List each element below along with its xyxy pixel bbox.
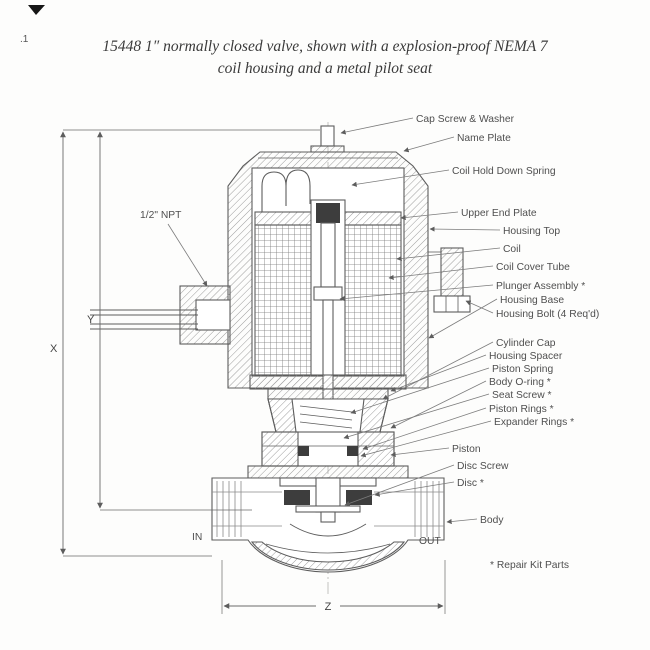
label-body-o-ring: Body O-ring * [489, 377, 551, 388]
label-coil: Coil [503, 244, 521, 255]
label-upper-end-plate: Upper End Plate [461, 208, 537, 219]
caption-line-1: 15448 1″ normally closed valve, shown wi… [102, 38, 548, 55]
label-port-in: IN [192, 532, 202, 543]
label-housing-base: Housing Base [500, 295, 564, 306]
body-part [211, 465, 445, 573]
label-cylinder-cap: Cylinder Cap [496, 338, 556, 349]
piston-part [261, 431, 395, 467]
label-disc-screw: Disc Screw [457, 461, 509, 472]
label-body: Body [480, 515, 504, 526]
label-piston: Piston [452, 444, 481, 455]
label-name-plate: Name Plate [457, 133, 511, 144]
dimension-y-label: Y [87, 314, 95, 326]
part-labels: Cap Screw & Washer Name Plate Coil Hold … [140, 114, 599, 571]
label-housing-top: Housing Top [503, 226, 560, 237]
label-port-out: OUT [419, 536, 441, 547]
label-piston-rings: Piston Rings * [489, 404, 554, 415]
label-repair-kit-note: * Repair Kit Parts [490, 560, 569, 571]
label-coil-cover-tube: Coil Cover Tube [496, 262, 570, 273]
figure-caption: 15448 1″ normally closed valve, shown wi… [0, 36, 650, 81]
label-expander-rings: Expander Rings * [494, 417, 574, 428]
dimension-z-label: Z [325, 601, 332, 613]
label-coil-hold-down-spring: Coil Hold Down Spring [452, 166, 556, 177]
dimension-x-label: X [50, 343, 58, 355]
label-housing-spacer: Housing Spacer [489, 351, 563, 362]
label-disc: Disc * [457, 478, 484, 489]
label-seat-screw: Seat Screw * [492, 390, 552, 401]
housing-bolt-part [428, 247, 471, 313]
conduit-hub-part [90, 285, 231, 345]
label-cap-screw-washer: Cap Screw & Washer [416, 114, 515, 125]
label-conduit-npt: 1/2" NPT [140, 210, 182, 221]
cylinder-cap-part [267, 388, 389, 433]
leader-lines [167, 117, 501, 525]
label-piston-spring: Piston Spring [492, 364, 554, 375]
corner-page-mark: .1 [20, 34, 29, 45]
valve-drawing [90, 122, 471, 596]
dimension-labels: X Y Z [50, 314, 332, 613]
label-housing-bolt: Housing Bolt (4 Req'd) [496, 309, 599, 320]
dimension-lines [60, 129, 446, 614]
label-plunger-assembly: Plunger Assembly * [496, 281, 585, 292]
housing-base-part [249, 374, 407, 390]
scan-artifact-mark [28, 5, 45, 15]
coil-hold-down-spring-part [261, 169, 311, 212]
plunger-assembly-part [310, 199, 346, 444]
caption-line-2: coil housing and a metal pilot seat [217, 60, 433, 78]
